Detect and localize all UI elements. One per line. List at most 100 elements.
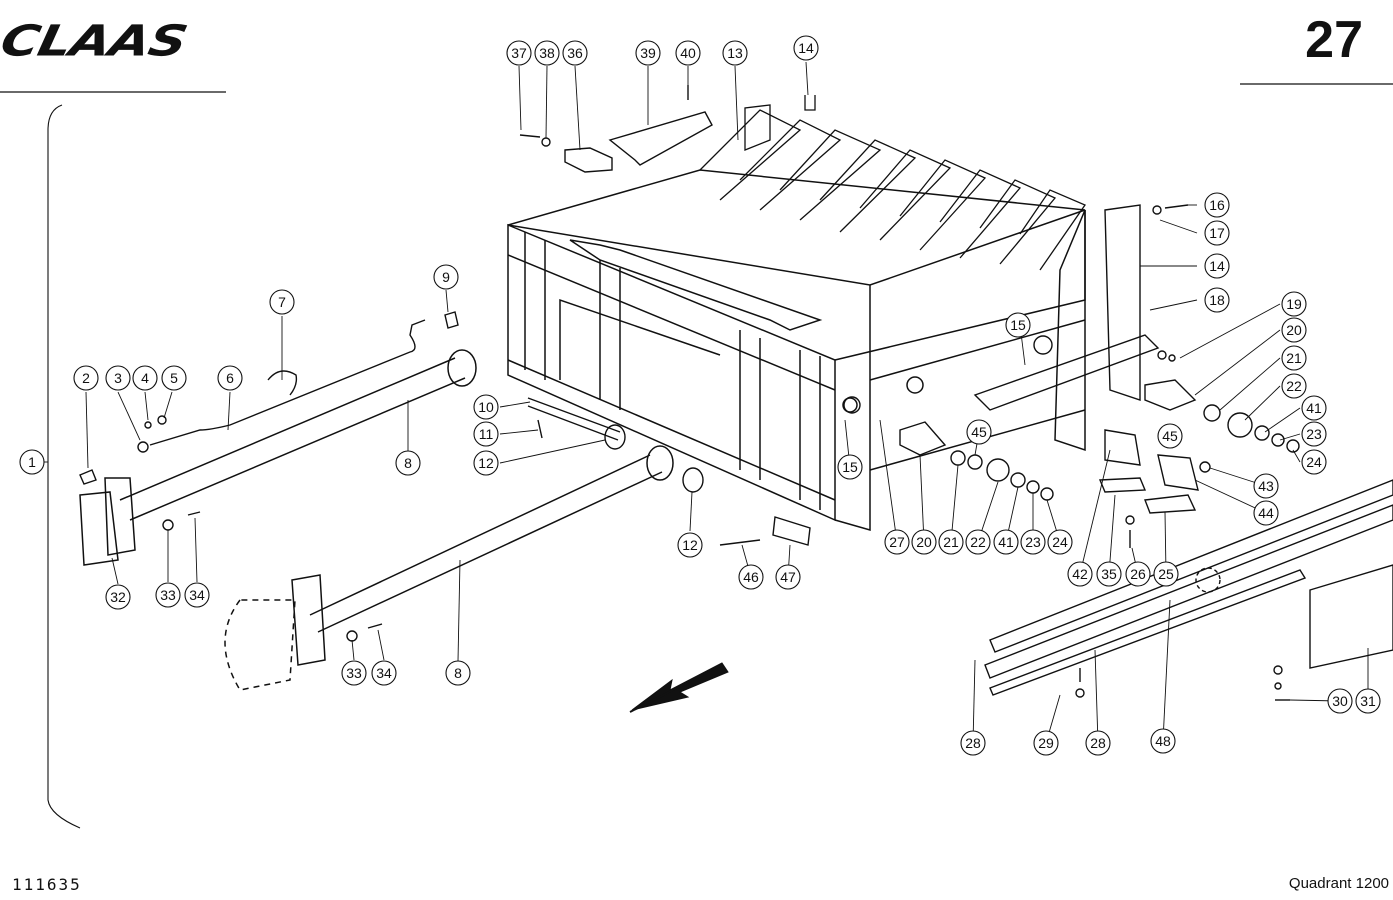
callout-label: 15	[842, 459, 858, 475]
callout-circle	[635, 40, 661, 66]
nut-23	[1026, 480, 1040, 494]
callout-circle	[1253, 473, 1279, 499]
callout-label: 19	[1286, 296, 1302, 312]
callout-35: 35	[1096, 561, 1122, 587]
callout-label: 1	[28, 454, 36, 470]
callout-29: 29	[1033, 730, 1059, 756]
callout-circle	[473, 421, 499, 447]
plate-25	[1144, 494, 1197, 514]
callout-34: 34	[184, 582, 210, 608]
callout-circle	[19, 449, 45, 475]
callout-circle	[184, 582, 210, 608]
callout-circle	[1153, 561, 1179, 587]
callout-label: 34	[376, 665, 392, 681]
callout-label: 25	[1158, 566, 1174, 582]
callout-34: 34	[371, 660, 397, 686]
callout-label: 41	[998, 534, 1014, 550]
callout-circle	[677, 532, 703, 558]
callout-circle	[132, 365, 158, 391]
assembly-bracket	[47, 104, 81, 829]
callout-20: 20	[1281, 317, 1307, 343]
callout-circle	[395, 450, 421, 476]
callout-circle	[793, 35, 819, 61]
callout-circle	[1033, 730, 1059, 756]
callout-20: 20	[911, 529, 937, 555]
callout-circle	[1096, 561, 1122, 587]
callout-label: 2	[82, 370, 90, 386]
callout-label: 28	[1090, 735, 1106, 751]
callout-circle	[1253, 500, 1279, 526]
washer-38	[541, 137, 551, 147]
callout-10: 10	[473, 394, 499, 420]
callout-circle	[371, 660, 397, 686]
callout-label: 18	[1209, 292, 1225, 308]
callout-44: 44	[1253, 500, 1279, 526]
callout-8: 8	[445, 660, 471, 686]
callout-41: 41	[993, 529, 1019, 555]
callout-label: 38	[539, 45, 555, 61]
callout-label: 8	[404, 455, 412, 471]
callout-9: 9	[433, 264, 459, 290]
callout-label: 12	[682, 537, 698, 553]
bolt-16	[1164, 204, 1189, 209]
callout-31: 31	[1355, 688, 1381, 714]
callout-label: 22	[970, 534, 986, 550]
callout-8: 8	[395, 450, 421, 476]
callout-circle	[1281, 317, 1307, 343]
knife-rail	[984, 479, 1393, 696]
seal-20-right	[1203, 404, 1221, 422]
callout-23: 23	[1301, 421, 1327, 447]
callout-circle	[473, 450, 499, 476]
callout-circle	[966, 419, 992, 445]
callout-label: 34	[189, 587, 205, 603]
callout-36: 36	[562, 40, 588, 66]
callout-41: 41	[1301, 395, 1327, 421]
callout-label: 45	[1162, 428, 1178, 444]
bracket-36	[564, 147, 613, 173]
callout-label: 12	[478, 455, 494, 471]
bearing-22	[986, 458, 1010, 482]
callout-33: 33	[341, 660, 367, 686]
callout-12: 12	[473, 450, 499, 476]
callout-39: 39	[635, 40, 661, 66]
callout-circle	[960, 730, 986, 756]
callout-48: 48	[1150, 728, 1176, 754]
callout-5: 5	[161, 365, 187, 391]
callout-28: 28	[1085, 730, 1111, 756]
callout-circle	[1204, 192, 1230, 218]
plate-44	[1157, 454, 1199, 491]
callout-circle	[1157, 423, 1183, 449]
callout-22: 22	[1281, 373, 1307, 399]
callout-label: 9	[442, 269, 450, 285]
callout-circle	[445, 660, 471, 686]
callout-label: 28	[965, 735, 981, 751]
callout-label: 3	[114, 370, 122, 386]
callout-circle	[1020, 529, 1046, 555]
callout-37: 37	[506, 40, 532, 66]
callout-label: 13	[727, 45, 743, 61]
callout-26: 26	[1125, 561, 1151, 587]
callout-label: 16	[1209, 197, 1225, 213]
callout-38: 38	[534, 40, 560, 66]
callout-label: 11	[479, 426, 494, 442]
callout-label: 6	[226, 370, 234, 386]
callout-14: 14	[793, 35, 819, 61]
tube-upper	[79, 349, 477, 566]
cap-24	[1040, 487, 1054, 501]
callout-circle	[73, 365, 99, 391]
callout-19: 19	[1281, 291, 1307, 317]
callout-label: 42	[1072, 566, 1088, 582]
callout-circle	[993, 529, 1019, 555]
bushing-12a	[604, 424, 626, 450]
callout-13: 13	[722, 40, 748, 66]
fitting-4	[144, 421, 152, 429]
callout-6: 6	[217, 365, 243, 391]
callout-label: 20	[1286, 322, 1302, 338]
bolt-34a	[187, 511, 201, 516]
callout-circle	[1281, 373, 1307, 399]
bearing-22-right	[1227, 412, 1253, 438]
callout-45: 45	[1157, 423, 1183, 449]
callout-4: 4	[132, 365, 158, 391]
callout-label: 40	[680, 45, 696, 61]
callout-circle	[965, 529, 991, 555]
